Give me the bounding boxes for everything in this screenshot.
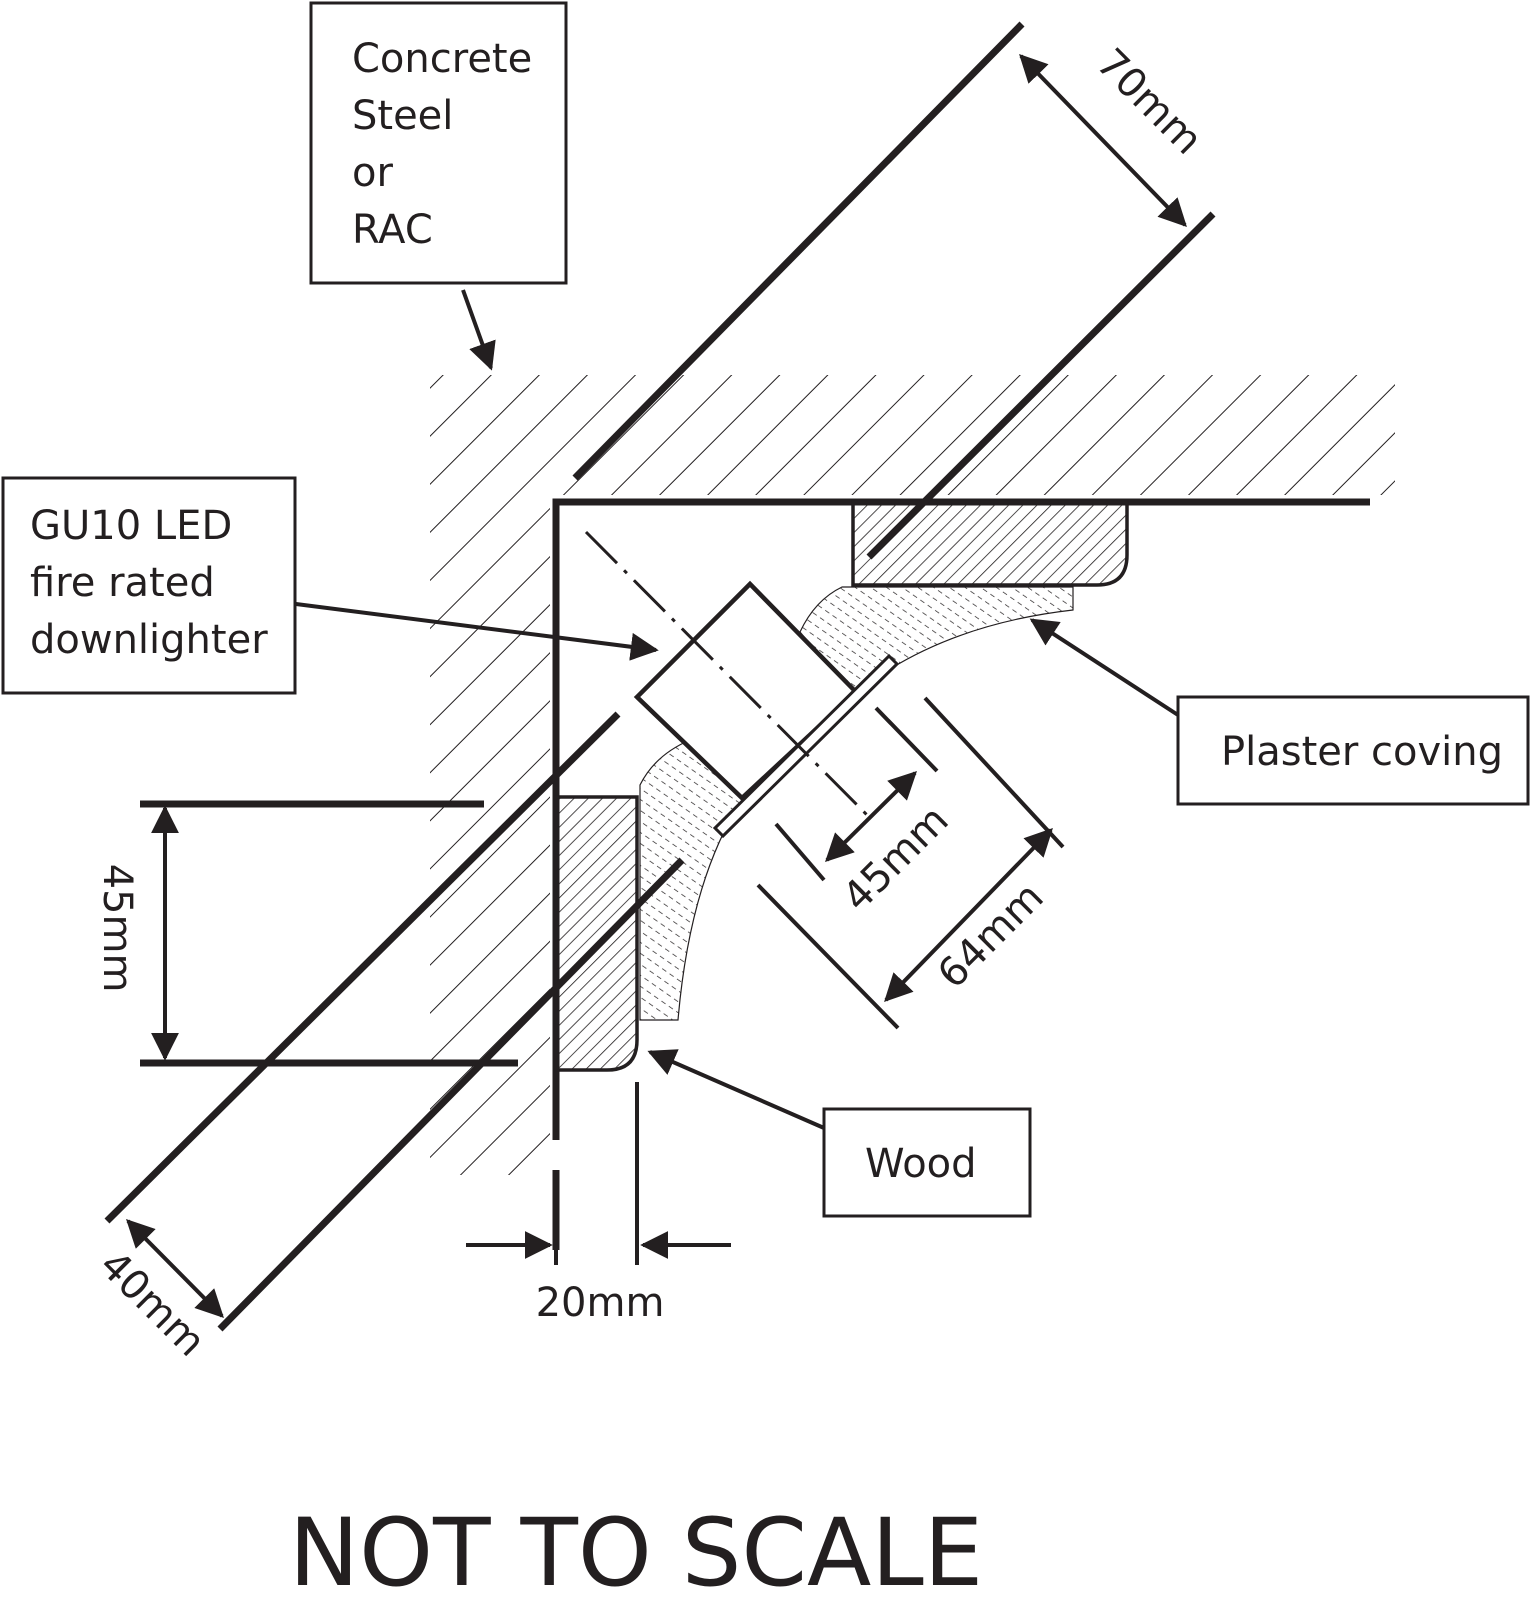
material-line-1: Concrete bbox=[352, 36, 532, 82]
coving-callout: Plaster coving bbox=[1029, 618, 1530, 806]
dim-20mm: 20mm bbox=[466, 1082, 731, 1326]
wood-batten-side bbox=[554, 795, 639, 1072]
dim-70mm: 70mm bbox=[1019, 40, 1211, 228]
wood-batten-top bbox=[851, 500, 1129, 587]
not-to-scale-note: NOT TO SCALE bbox=[289, 1499, 983, 1600]
concrete-hatching bbox=[430, 375, 1395, 1175]
coving-line-c bbox=[104, 711, 621, 1224]
coving-line-d bbox=[217, 857, 685, 1332]
wood-callout: Wood bbox=[647, 1049, 1032, 1218]
downlighter-line-1: GU10 LED bbox=[30, 503, 232, 549]
material-line-2: Steel bbox=[352, 93, 453, 139]
dim-40mm-label: 40mm bbox=[90, 1242, 214, 1366]
coving-line-b bbox=[866, 211, 1216, 560]
dim-45mm-vertical-label: 45mm bbox=[94, 864, 140, 993]
dim-20mm-label: 20mm bbox=[536, 1280, 665, 1326]
coving-line-a bbox=[572, 21, 1025, 481]
coving-label: Plaster coving bbox=[1221, 729, 1503, 775]
downlighter-line-2: fire rated bbox=[30, 560, 215, 606]
downlighter-callout: GU10 LED fire rated downlighter bbox=[1, 476, 659, 695]
material-callout: Concrete Steel or RAC bbox=[309, 1, 568, 371]
dim-45mm-vertical: 45mm bbox=[94, 800, 518, 1067]
wood-label: Wood bbox=[865, 1141, 977, 1187]
dim-45mm-diagonal-label: 45mm bbox=[834, 797, 958, 921]
downlighter bbox=[584, 530, 900, 839]
material-line-3: or bbox=[352, 150, 393, 196]
material-line-4: RAC bbox=[352, 207, 433, 253]
downlighter-line-3: downlighter bbox=[30, 617, 268, 663]
dim-40mm: 40mm bbox=[90, 1219, 224, 1366]
